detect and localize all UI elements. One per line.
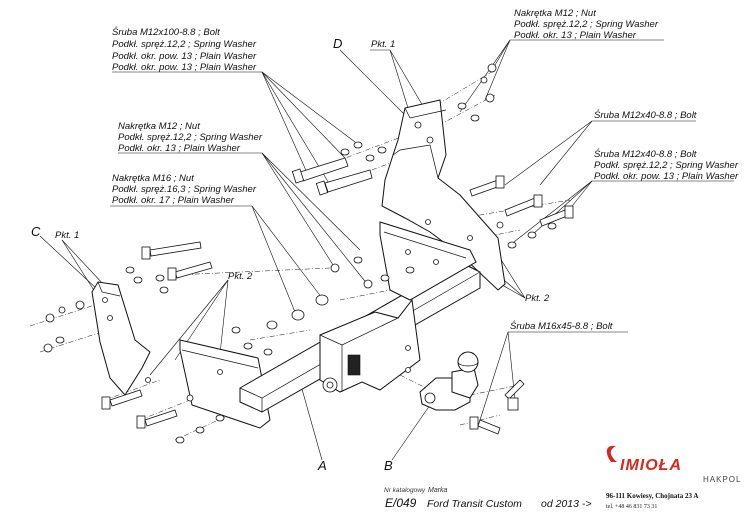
part-label-b: B [384,458,393,473]
imiola-logo: IMIOŁA HAKPOL 96-111 Kowiesy, Chojnata 2… [606,445,741,510]
callout-labels: Śruba M12x100-8.8 ; Bolt Podkł. spręż.12… [31,8,739,473]
part-label-a: A [317,458,327,473]
label-nut-left-line3: Podkł. okr. 13 ; Plain Washer [118,143,241,154]
label-d-bolt-line4: Podkł. okr. pow. 13 ; Plain Washer [112,62,257,73]
make-caption: Marka [428,487,448,494]
label-bolt-m12x40-upper: Śruba M12x40-8.8 ; Bolt [594,109,697,121]
title-block: Nr katalogowy Marka E/049 Ford Transit C… [384,487,592,510]
catalog-number: E/049 [385,496,417,510]
label-bolt-m16x45: Śruba M16x45-8.8 ; Bolt [510,320,613,332]
label-d-bolt-line1: Śruba M12x100-8.8 ; Bolt [112,26,220,38]
label-bolt-m12x40-line1: Śruba M12x40-8.8 ; Bolt [594,148,697,160]
vehicle-year: od 2013 -> [541,498,592,510]
company-address: 96-111 Kowiesy, Chojnata 23 A [606,492,698,500]
catalog-caption: Nr katalogowy [384,487,426,494]
hardware-bolts [101,157,574,435]
label-nut-m16-line1: Nakrętka M16 ; Nut [112,173,194,184]
label-nut-m16-line3: Podkł. okr. 17 ; Plain Washer [112,195,235,206]
cross-beam-a [179,221,481,429]
label-nut-m16-line2: Podkł. spręż.16,3 ; Spring Washer [112,184,257,195]
bracket-d [381,99,506,291]
tow-ball-b [419,351,479,411]
logo-sub: HAKPOL [703,475,741,484]
label-bolt-m12x40-line3: Podkł. okr. pow. 13 ; Plain Washer [594,171,739,182]
part-label-c: C [31,224,41,239]
label-pkt1-d: Pkt. 1 [371,39,395,50]
label-underlines [110,39,734,333]
part-label-d: D [333,36,342,51]
label-d-bolt-line3: Podkł. okr. pow. 13 ; Plain Washer [112,51,257,62]
company-phone: tel. +48 46 831 73 31 [606,504,657,510]
label-d-bolt-line2: Podkł. spręż.12,2 ; Spring Washer [112,39,257,50]
label-pkt1-c: Pkt. 1 [55,230,79,241]
logo-swoosh-icon [606,445,617,462]
label-bolt-m12x40-line2: Podkł. spręż.12,2 ; Spring Washer [594,160,739,171]
label-pkt2-right: Pkt. 2 [525,293,550,304]
label-pkt2-left: Pkt. 2 [228,271,253,282]
label-nut-left-line2: Podkł. spręż.12,2 ; Spring Washer [118,132,263,143]
hardware-nuts-washers [43,63,557,444]
label-nut-top-line1: Nakrętka M12 ; Nut [514,8,596,19]
label-nut-top-line2: Podkł. spręż.12,2 ; Spring Washer [514,19,659,30]
label-nut-left-line1: Nakrętka M12 ; Nut [118,121,200,132]
label-nut-top-line3: Podkł. okr. 13 ; Plain Washer [514,30,637,41]
vehicle-model: Ford Transit Custom [427,498,522,510]
logo-brand: IMIOŁA [620,457,682,474]
bracket-c [91,281,151,396]
